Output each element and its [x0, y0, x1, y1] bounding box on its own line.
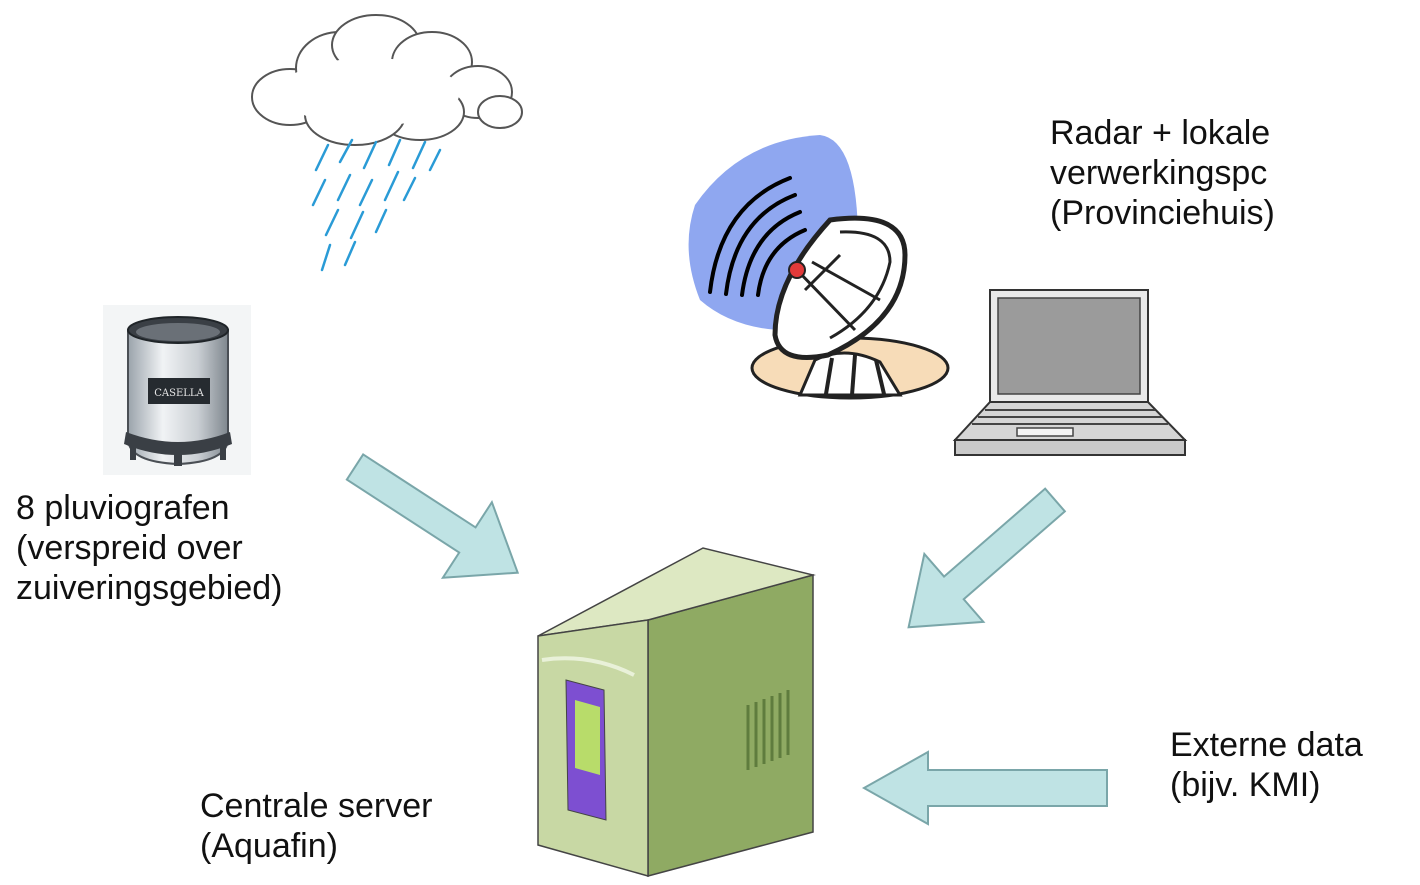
rain-gauge-image: CASELLA: [103, 305, 251, 475]
rain-gauges-label-line: zuiveringsgebied): [16, 569, 283, 607]
rain-icon: [311, 138, 442, 272]
external-data-label-line: (bijv. KMI): [1170, 766, 1321, 804]
server-label: Centrale server (Aquafin): [200, 786, 432, 866]
gauge-brand-text: CASELLA: [154, 388, 204, 399]
rain-gauges-label-line: (verspreid over: [16, 529, 243, 567]
radar-label-line: (Provinciehuis): [1050, 194, 1275, 232]
server-label-line: (Aquafin): [200, 827, 338, 865]
radar-label-line: verwerkingspc: [1050, 154, 1268, 192]
rain-gauges-label: 8 pluviografen (verspreid over zuivering…: [16, 488, 283, 608]
satellite-dish-icon: [750, 215, 950, 400]
arrow-external-to-server: [861, 750, 1108, 826]
server-label-line: Centrale server: [200, 787, 433, 825]
radar-label: Radar + lokale verwerkingspc (Provincieh…: [1050, 113, 1275, 233]
external-data-label-line: Externe data: [1170, 726, 1363, 764]
laptop-icon: [952, 289, 1188, 456]
arrow-radar-to-server: [907, 487, 1067, 629]
radar-label-line: Radar + lokale: [1050, 114, 1271, 152]
external-data-label: Externe data (bijv. KMI): [1170, 725, 1363, 805]
arrow-gauges-to-server: [345, 453, 520, 579]
cloud-icon: [251, 14, 523, 146]
server-tower-icon: [537, 547, 816, 877]
rain-gauges-label-line: 8 pluviografen: [16, 489, 230, 527]
